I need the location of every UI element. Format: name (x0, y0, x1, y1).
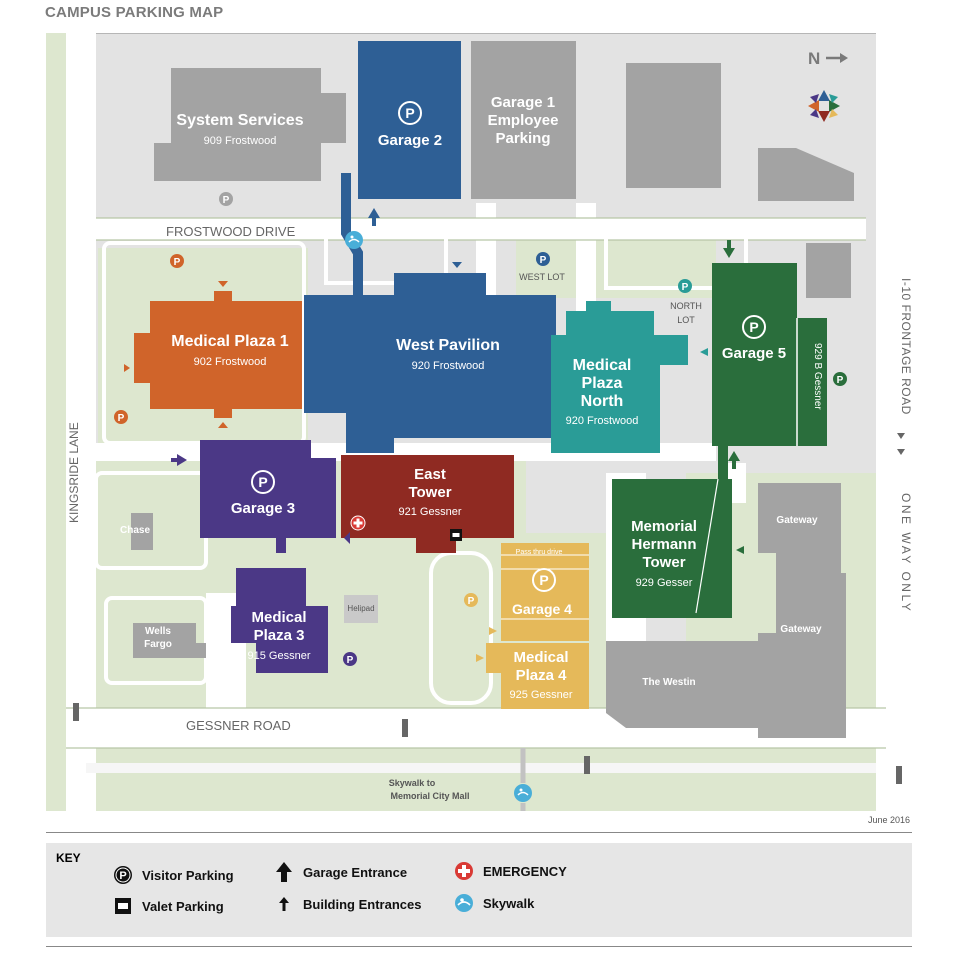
map-date: June 2016 (867, 815, 910, 825)
mpn-address: 920 Frostwood (566, 415, 639, 427)
east-tower-line2: Tower (408, 484, 451, 501)
west-pavilion-name: West Pavilion (396, 337, 500, 354)
key-valet-label: Valet Parking (142, 898, 224, 914)
key-emergency: EMERGENCY (453, 860, 567, 882)
key-skywalk-label: Skywalk (483, 895, 535, 911)
garage1-line3: Parking (495, 130, 550, 147)
north-lot-label-2: LOT (677, 315, 695, 325)
key-skywalk: Skywalk (453, 892, 534, 914)
wells-fargo-line1: Wells (145, 626, 171, 637)
skywalk-label-1: Skywalk to (389, 778, 436, 788)
svg-text:P: P (468, 596, 475, 607)
road-label-gessner: GESSNER ROAD (186, 718, 291, 733)
medical-plaza1-name: Medical Plaza 1 (171, 333, 288, 350)
mpn-line1: Medical (573, 357, 632, 374)
garage5-annex: 929 B Gessner (812, 343, 823, 410)
key-building-entrance-label: Building Entrances (303, 896, 422, 912)
garage2-name: Garage 2 (378, 132, 442, 149)
key-emergency-label: EMERGENCY (483, 863, 567, 879)
small-arrow-up-icon (273, 893, 295, 915)
svg-text:P: P (837, 375, 844, 386)
campus-map[interactable]: P (46, 33, 912, 811)
skywalk-label-2: Memorial City Mall (390, 791, 469, 801)
mht-line2: Hermann (631, 536, 696, 553)
road-label-one-way: ONE WAY ONLY (899, 493, 912, 613)
garage3-name: Garage 3 (231, 500, 295, 517)
mpn-line2: Plaza (582, 375, 623, 392)
system-services-name: System Services (176, 112, 303, 129)
westin-label: The Westin (642, 677, 695, 688)
west-pavilion-address: 920 Frostwood (412, 360, 485, 372)
gateway-top-label: Gateway (776, 515, 818, 526)
key-garage-entrance: Garage Entrance (273, 861, 407, 883)
key-valet-parking: Valet Parking (112, 895, 224, 917)
mp4-address: 925 Gessner (510, 689, 573, 701)
emergency-cross-icon (453, 860, 475, 882)
road-label-kingsride: KINGSRIDE LANE (67, 422, 81, 523)
svg-text:P: P (119, 870, 126, 882)
mht-line3: Tower (642, 554, 685, 571)
gateway-bottom-label: Gateway (780, 624, 822, 635)
mht-line1: Memorial (631, 518, 697, 535)
map-title: CAMPUS PARKING MAP (45, 4, 224, 21)
svg-text:P: P (682, 282, 689, 293)
garage5-name: Garage 5 (722, 345, 786, 362)
system-services-address: 909 Frostwood (204, 135, 277, 147)
svg-text:P: P (347, 655, 354, 666)
parking-icon: P (112, 864, 134, 886)
north-label: N (808, 49, 820, 68)
mp3-line1: Medical (251, 609, 306, 626)
mht-address: 929 Gesser (636, 577, 693, 589)
svg-text:P: P (749, 319, 758, 335)
key-garage-entrance-label: Garage Entrance (303, 864, 408, 880)
garage1-line1: Garage 1 (491, 94, 555, 111)
divider-top (46, 832, 912, 833)
mpn-line3: North (581, 393, 624, 410)
wells-fargo-line2: Fargo (144, 639, 172, 650)
chase-label: Chase (120, 525, 150, 536)
key-visitor-parking: P Visitor Parking (112, 864, 234, 886)
svg-text:P: P (118, 413, 125, 424)
svg-text:P: P (258, 474, 267, 490)
key-visitor-label: Visitor Parking (142, 867, 234, 883)
east-tower-line1: East (414, 466, 446, 483)
svg-text:P: P (174, 257, 181, 268)
north-lot-label-1: NORTH (670, 301, 702, 311)
svg-text:P: P (223, 195, 230, 206)
valet-icon (112, 895, 134, 917)
mp4-line2: Plaza 4 (516, 667, 568, 684)
svg-text:P: P (405, 105, 414, 121)
skywalk-icon (453, 892, 475, 914)
east-tower-address: 921 Gessner (399, 506, 462, 518)
garage4-note: Pass thru drive (516, 549, 563, 556)
mp3-address: 915 Gessner (248, 650, 311, 662)
garage4-name: Garage 4 (512, 601, 572, 617)
divider-bottom (46, 946, 912, 947)
helipad-label: Helipad (347, 604, 374, 613)
garage1-line2: Employee (488, 112, 559, 129)
road-label-i10: I-10 FRONTAGE ROAD (899, 278, 912, 415)
svg-text:P: P (539, 572, 548, 588)
arrow-up-icon (273, 861, 295, 883)
key-building-entrance: Building Entrances (273, 893, 421, 915)
west-lot-label: WEST LOT (519, 272, 565, 282)
medical-plaza1-address: 902 Frostwood (194, 356, 267, 368)
road-label-frostwood: FROSTWOOD DRIVE (166, 224, 296, 239)
map-key: KEY P Visitor Parking Valet Parking Gara… (46, 843, 912, 937)
mp4-line1: Medical (513, 649, 568, 666)
mp3-line2: Plaza 3 (254, 627, 305, 644)
key-title: KEY (56, 851, 81, 865)
